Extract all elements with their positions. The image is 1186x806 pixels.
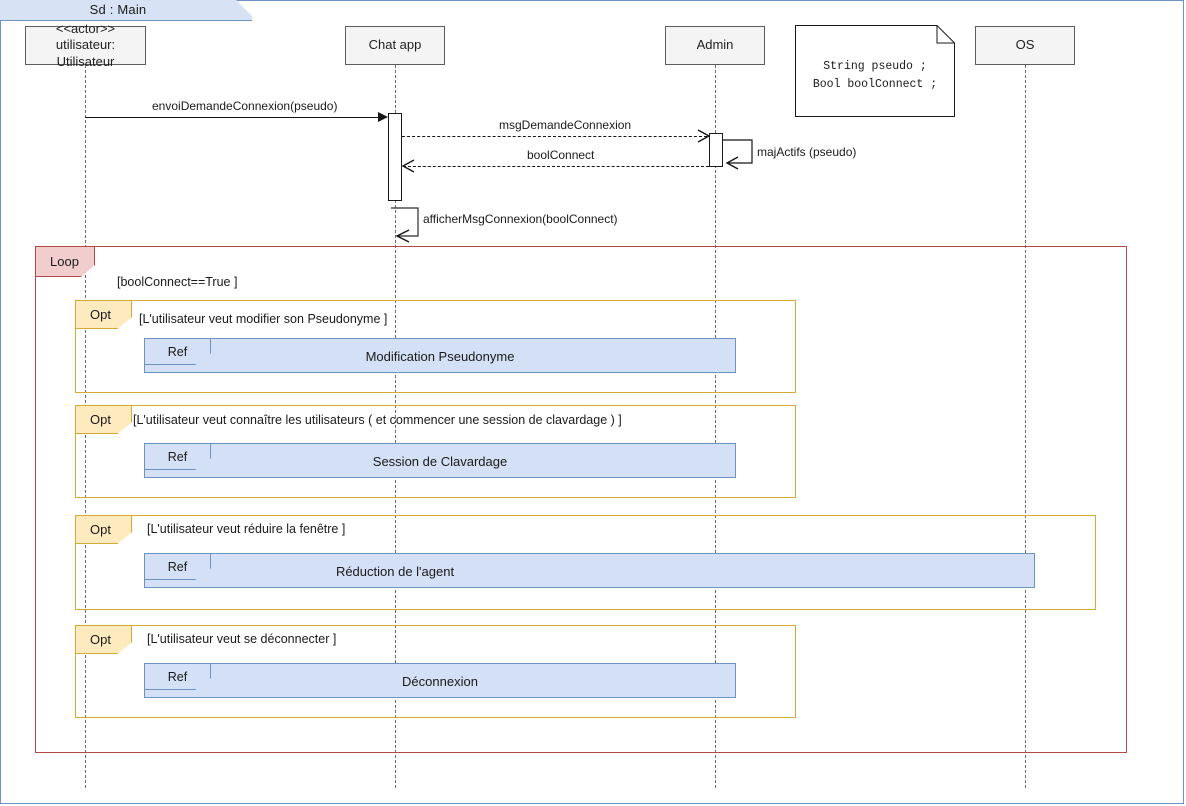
lifeline-label-utilisateur: utilisateur: Utilisateur xyxy=(55,37,116,69)
fragment-loop-tab[interactable]: Loop xyxy=(36,247,95,277)
ref-box-1[interactable]: Ref Modification Pseudonyme xyxy=(144,338,736,373)
lifeline-head-chatapp[interactable]: Chat app xyxy=(345,26,445,65)
message-label-affichermsgconnexion: afficherMsgConnexion(boolConnect) xyxy=(423,212,618,226)
ref-box-2[interactable]: Ref Session de Clavardage xyxy=(144,443,736,478)
diagram-frame-title: Sd : Main xyxy=(89,2,147,17)
fragment-opt-2-guard: [L'utilisateur veut connaître les utilis… xyxy=(133,413,622,427)
ref-box-2-tab: Ref xyxy=(145,444,211,470)
ref-box-4-tab: Ref xyxy=(145,664,211,690)
diagram-frame-tab: Sd : Main xyxy=(0,0,252,21)
fragment-opt-2[interactable] xyxy=(75,405,796,498)
activation-admin xyxy=(709,133,723,167)
lifeline-chatapp xyxy=(395,65,396,788)
message-label-majactifs: majActifs (pseudo) xyxy=(757,145,857,159)
fragment-loop-guard: [boolConnect==True ] xyxy=(117,275,238,289)
ref-box-3-tab-label: Ref xyxy=(167,559,188,574)
fragment-opt-3-guard: [L'utilisateur veut réduire la fenêtre ] xyxy=(147,522,346,536)
ref-box-3[interactable]: Ref Réduction de l'agent xyxy=(144,553,1035,588)
note-line-1: String pseudo ; xyxy=(823,60,927,73)
fragment-opt-4-guard: [L'utilisateur veut se déconnecter ] xyxy=(147,632,337,646)
fragment-opt-4-tab[interactable]: Opt xyxy=(76,626,132,654)
lifeline-label-chatapp: Chat app xyxy=(368,37,422,53)
message-line-envoidemandeconnexion xyxy=(85,117,378,118)
ref-box-1-tab: Ref xyxy=(145,339,211,365)
fragment-loop-operator: Loop xyxy=(50,254,79,269)
ref-box-3-title: Réduction de l'agent xyxy=(335,564,455,579)
ref-box-1-tab-label: Ref xyxy=(167,344,188,359)
ref-box-3-tab: Ref xyxy=(145,554,211,580)
ref-box-1-title: Modification Pseudonyme xyxy=(365,349,515,364)
fragment-loop[interactable] xyxy=(35,246,1127,753)
message-arrowhead-envoidemandeconnexion xyxy=(378,112,388,122)
message-line-boolconnect xyxy=(403,166,709,167)
lifeline-admin xyxy=(715,65,716,788)
fragment-opt-2-tab[interactable]: Opt xyxy=(76,406,132,434)
fragment-opt-1[interactable] xyxy=(75,300,796,393)
fragment-opt-4[interactable] xyxy=(75,625,796,718)
lifeline-label-os: OS xyxy=(1015,37,1035,53)
note-shape-icon xyxy=(795,25,955,117)
activation-chatapp xyxy=(388,113,402,201)
fragment-opt-4-operator: Opt xyxy=(90,632,111,647)
ref-box-4-tab-label: Ref xyxy=(167,669,188,684)
fragment-opt-3-tab[interactable]: Opt xyxy=(76,516,132,544)
message-label-envoidemandeconnexion: envoiDemandeConnexion(pseudo) xyxy=(152,99,338,113)
lifeline-head-admin[interactable]: Admin xyxy=(665,26,765,65)
ref-box-2-tab-label: Ref xyxy=(167,449,188,464)
fragment-opt-3[interactable] xyxy=(75,515,1096,610)
ref-box-4[interactable]: Ref Déconnexion xyxy=(144,663,736,698)
lifeline-os xyxy=(1025,65,1026,788)
ref-box-2-title: Session de Clavardage xyxy=(372,454,508,469)
fragment-opt-1-operator: Opt xyxy=(90,307,111,322)
lifeline-stereotype-utilisateur: <<actor>> xyxy=(55,21,116,37)
message-label-boolconnect: boolConnect xyxy=(527,148,595,162)
fragment-opt-1-tab[interactable]: Opt xyxy=(76,301,132,329)
lifeline-head-os[interactable]: OS xyxy=(975,26,1075,65)
message-label-msgdemandeconnexion: msgDemandeConnexion xyxy=(499,118,632,132)
message-line-msgdemandeconnexion xyxy=(402,136,707,137)
lifeline-head-utilisateur[interactable]: <<actor>> utilisateur: Utilisateur xyxy=(25,21,146,69)
ref-box-4-title: Déconnexion xyxy=(402,674,478,689)
fragment-opt-2-operator: Opt xyxy=(90,412,111,427)
fragment-opt-3-operator: Opt xyxy=(90,522,111,537)
note-line-2: Bool boolConnect ; xyxy=(812,77,938,91)
note-box: String pseudo ; Bool boolConnect ; xyxy=(795,25,955,117)
fragment-opt-1-guard: [L'utilisateur veut modifier son Pseudon… xyxy=(139,312,388,326)
lifeline-label-admin: Admin xyxy=(696,37,734,53)
